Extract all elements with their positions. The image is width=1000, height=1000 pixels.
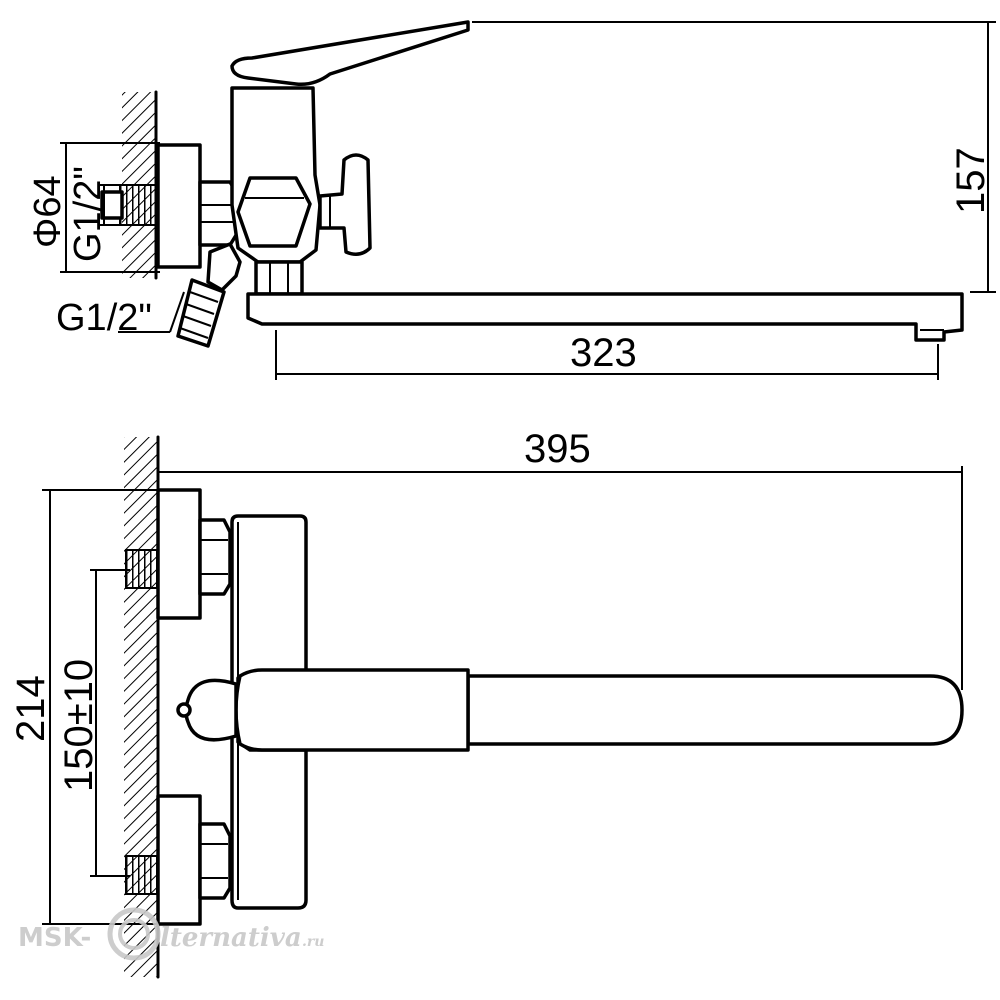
spout-nut (254, 260, 304, 296)
plan-view: 395 214 150±10 (9, 427, 964, 979)
hose-connector (206, 242, 242, 292)
diverter-knob (318, 153, 372, 256)
inlet-thread-label: G1/2" (67, 166, 109, 262)
lower-inlet-thread (125, 855, 159, 895)
lever-hub-plan (234, 668, 470, 752)
height-label: 157 (949, 147, 993, 214)
upper-inlet-thread (125, 549, 159, 589)
overall-width-label: 214 (9, 675, 53, 742)
side-view: Φ64 G1/2" G1/2" 157 323 (27, 20, 996, 380)
lower-flange (156, 794, 202, 926)
wall-flange-top (156, 143, 202, 269)
watermark-logo-icon (107, 907, 161, 961)
watermark: MSK- lternativa .ru (18, 907, 324, 961)
upper-flange (156, 488, 202, 620)
upper-hex-nut (198, 518, 232, 596)
inlet-spacing-label: 150±10 (57, 659, 101, 792)
watermark-suffix: lternativa (160, 923, 302, 953)
shower-hose (176, 278, 226, 348)
overall-length-label: 395 (524, 427, 591, 471)
spout-top (246, 292, 964, 342)
watermark-domain: .ru (302, 934, 324, 950)
outlet-thread-label: G1/2" (56, 297, 152, 339)
spout-length-label: 323 (570, 331, 637, 375)
handle-lever (230, 20, 470, 87)
inlet-thread-top (119, 184, 159, 226)
lower-hex-nut (198, 822, 232, 900)
flange-diameter-label: Φ64 (27, 175, 69, 248)
watermark-prefix: MSK- (18, 923, 91, 953)
spout-plan (466, 674, 964, 746)
wall-hatch-bottom (124, 437, 158, 977)
front-knob (184, 678, 238, 742)
